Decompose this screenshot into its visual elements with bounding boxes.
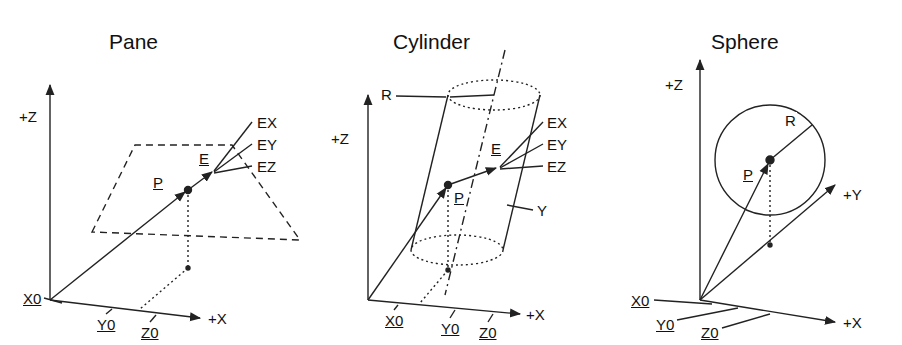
leader-line — [214, 166, 252, 173]
origin-label: Z0 — [478, 324, 498, 341]
projection-line — [447, 185, 448, 270]
panel-title: Sphere — [710, 30, 780, 53]
projection-line — [420, 270, 448, 303]
leader-line — [396, 96, 446, 97]
leader-line — [214, 122, 252, 171]
projection-dot — [768, 243, 772, 247]
leader-line — [450, 310, 455, 318]
leader-line — [507, 205, 533, 210]
cylinder-figure — [368, 50, 543, 322]
axis-label: +Y — [842, 186, 863, 203]
leader-line — [722, 314, 770, 328]
origin-label: Y0 — [655, 316, 675, 333]
vector-label: E — [490, 140, 502, 157]
component-label: EX — [546, 114, 568, 131]
cylinder-bottom — [411, 235, 503, 265]
leader-line — [150, 315, 156, 322]
leader-line — [44, 298, 62, 303]
leader-line — [488, 314, 493, 322]
y-axis — [700, 185, 835, 300]
leader-line — [677, 308, 738, 320]
component-label: EZ — [256, 158, 277, 175]
leader-line — [106, 309, 112, 314]
plane-outline — [92, 145, 300, 240]
origin-label: Y0 — [96, 316, 116, 333]
cylinder-top — [448, 80, 540, 110]
leader-line — [394, 305, 398, 310]
origin-label: Z0 — [700, 324, 720, 341]
position-vector — [700, 164, 768, 300]
position-vector — [50, 192, 185, 300]
origin-label: Y0 — [440, 320, 460, 337]
component-label: EX — [256, 114, 278, 131]
direction-vector — [188, 172, 212, 190]
z-axis — [367, 95, 368, 300]
cylinder-side — [411, 95, 448, 250]
projection-dot — [186, 266, 190, 270]
vector-label: P — [152, 174, 164, 191]
projection-line — [140, 268, 188, 309]
axis-label: Y — [536, 202, 548, 219]
direction-vector — [448, 168, 496, 185]
leader-line — [654, 300, 712, 304]
axis-label: +Z — [664, 76, 684, 93]
x-axis — [50, 300, 200, 318]
radius-line — [770, 125, 812, 160]
cylinder-axis — [445, 50, 505, 295]
radius-line — [450, 95, 494, 97]
projection-dot — [446, 268, 450, 272]
cylinder-side — [503, 95, 540, 250]
z-axis — [699, 60, 700, 300]
axis-label: +X — [842, 314, 863, 331]
origin-label: Z0 — [140, 324, 160, 341]
component-label: EY — [256, 136, 278, 153]
axis-label: +Z — [330, 130, 350, 147]
origin-label: X0 — [630, 292, 650, 309]
projection-line — [769, 160, 770, 245]
projection-line — [187, 190, 188, 268]
sphere-figure — [654, 60, 835, 328]
leader-line — [500, 166, 543, 169]
z-axis — [49, 85, 50, 300]
position-vector — [368, 188, 446, 300]
origin-label: X0 — [22, 290, 42, 307]
vector-label: E — [198, 150, 210, 167]
leader-line — [500, 144, 543, 168]
origin-label: X0 — [384, 312, 404, 329]
radius-label: R — [380, 86, 393, 103]
axis-label: +Z — [18, 108, 38, 125]
axis-label: +X — [207, 310, 228, 327]
component-label: EZ — [546, 158, 567, 175]
leader-line — [214, 144, 252, 172]
leader-line — [500, 122, 543, 167]
vector-label: P — [453, 189, 465, 206]
component-label: EY — [546, 136, 568, 153]
axis-label: +X — [525, 306, 546, 323]
panel-title: Pane — [108, 30, 159, 53]
radius-label: R — [784, 112, 797, 129]
panel-title: Cylinder — [392, 30, 471, 53]
pane-figure — [44, 85, 300, 322]
vector-label: P — [742, 166, 754, 183]
